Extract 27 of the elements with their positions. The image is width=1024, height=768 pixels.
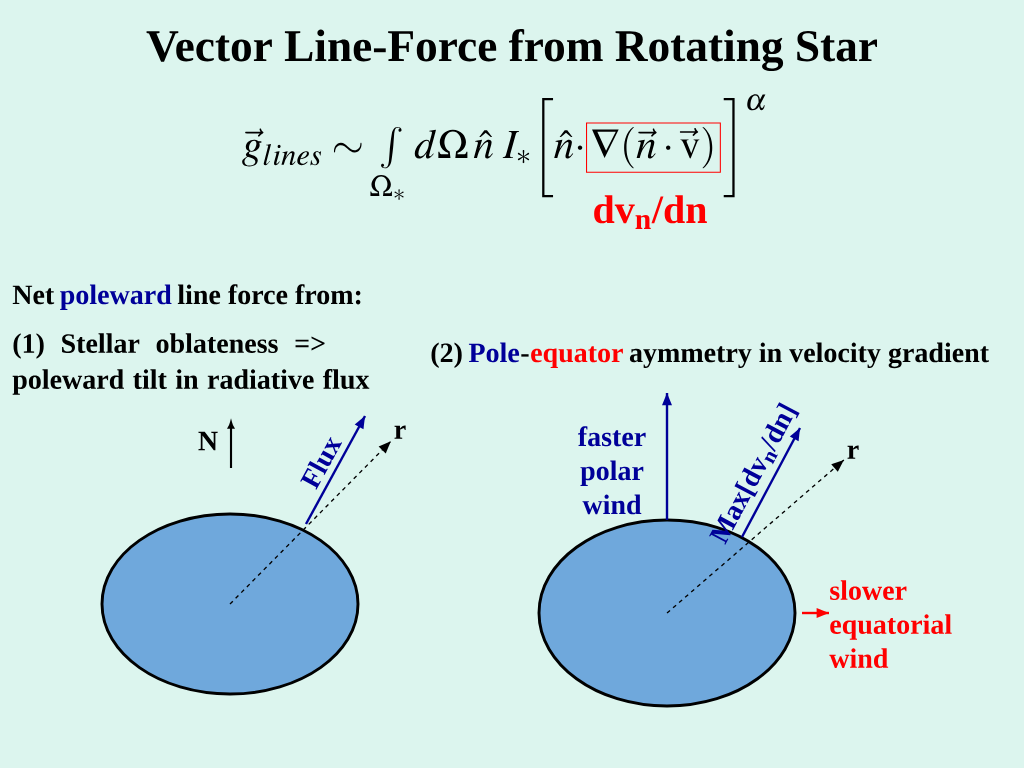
arrow <box>304 415 367 525</box>
point-text: aymmetry in velocity gradient <box>629 342 989 369</box>
point-text: Pole <box>468 342 520 363</box>
edge-label: Flux <box>300 437 343 490</box>
arrow <box>666 459 845 614</box>
point-text: - <box>521 354 529 357</box>
formula: $\vec g_{lines} \sim \int\limits_{\Omega_*} d\Omega\,\hat n\; I_*\biggl[\hat n\cdot$ <box>242 98 583 200</box>
axis-label: r <box>394 425 406 439</box>
heading-text: poleward <box>60 284 172 310</box>
heading-text: Net <box>12 285 55 305</box>
heading-text: line force from: <box>177 284 361 305</box>
arrow <box>662 393 672 520</box>
arrow <box>229 440 392 605</box>
axis-label: r <box>847 445 859 459</box>
wind-label: faster polar wind <box>578 426 646 515</box>
formula: $\nabla(\vec n\cdot\vec{\mathrm{v}})$ <box>586 122 721 173</box>
star-ellipse <box>100 512 360 696</box>
arrow <box>740 427 802 538</box>
title: Vector Line-Force from Rotating Star <box>146 29 877 71</box>
wind-label: slower equatorial wind <box>829 580 952 668</box>
point-text: (1) Stellar oblateness => poleward tilt in radiative flux <box>12 333 370 395</box>
formula: $\biggr]^{\alpha}$ <box>723 94 766 198</box>
point-text: (2) <box>431 342 462 368</box>
formula-annotation: dv$_{n}$/dn <box>594 195 707 229</box>
axis-label: N <box>198 431 218 451</box>
arrow <box>802 608 829 618</box>
point-text: equator <box>531 346 623 368</box>
